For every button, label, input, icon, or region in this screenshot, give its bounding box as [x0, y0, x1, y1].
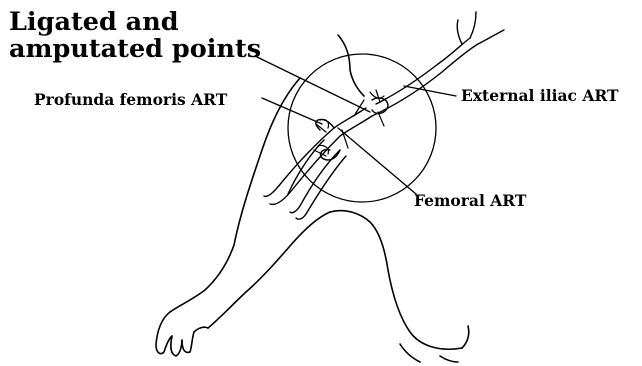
title-line-1: Ligated and [9, 9, 261, 36]
label-femoral: Femoral ART [414, 193, 526, 209]
leader-lines [255, 56, 456, 194]
leader-profunda [262, 98, 322, 124]
diagram-title: Ligated and amputated points [9, 9, 261, 63]
leader-femoral [338, 128, 416, 194]
label-profunda-femoris: Profunda femoris ART [34, 92, 227, 108]
vessels [264, 12, 504, 219]
label-external-iliac: External iliac ART [461, 88, 619, 104]
highlight-circle [288, 54, 436, 202]
title-line-2: amputated points [9, 36, 261, 63]
leader-title [255, 56, 370, 112]
